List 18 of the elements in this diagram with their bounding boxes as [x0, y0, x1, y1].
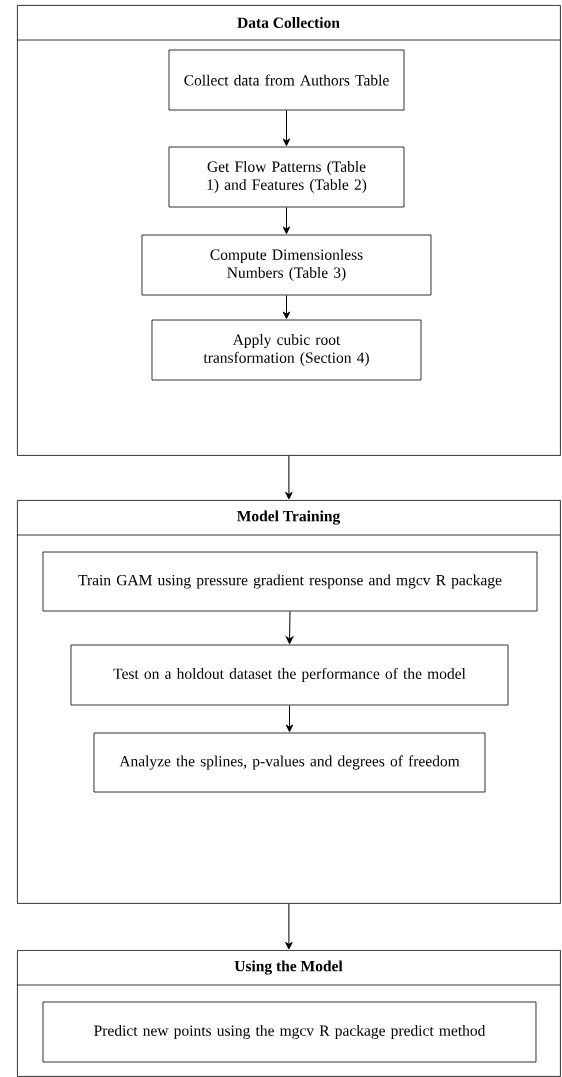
group-heading: Model Training [237, 510, 341, 525]
arrow [282, 109, 291, 146]
group-heading: Using the Model [234, 960, 343, 975]
process-box: Get Flow Patterns (Table 1) and Features (Table 2) [168, 146, 405, 208]
process-box: Predict new points using the mgcv R package predict method [42, 1001, 537, 1063]
process-box: Analyze the splines, p-values and degrees of freedom [93, 732, 486, 793]
process-box: Apply cubic root transformation (Section 4) [151, 319, 422, 381]
arrow [285, 903, 293, 950]
process-box: Compute Dimensionless Numbers (Table 3) [141, 234, 432, 296]
process-box: Collect data from Authors Table [168, 49, 405, 111]
process-box: Train GAM using pressure gradient response and mgcv R package [42, 551, 538, 612]
arrow [285, 704, 294, 732]
arrow [285, 455, 293, 500]
arrow [282, 294, 291, 319]
process-box: Test on a holdout dataset the performance of the model [70, 644, 509, 706]
arrow [282, 206, 291, 234]
group-heading: Data Collection [237, 17, 340, 28]
arrow [285, 610, 294, 644]
